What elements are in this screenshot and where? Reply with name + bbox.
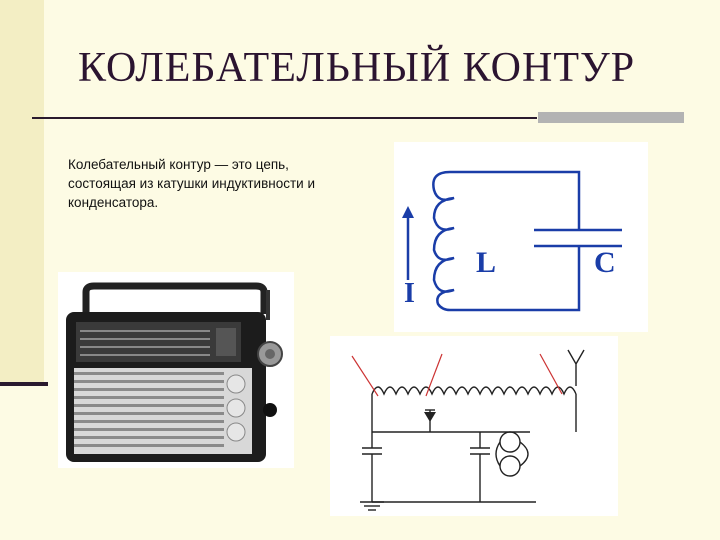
capacitor-label: C	[594, 246, 616, 279]
title-underline	[32, 117, 537, 119]
left-accent-edge	[0, 382, 48, 386]
definition-text: Колебательный контур — это цепь, состоящ…	[68, 157, 316, 210]
title-underline-block	[538, 112, 684, 123]
radio-photo	[58, 272, 294, 468]
current-label: I	[404, 278, 415, 309]
receiver-schematic	[330, 336, 618, 516]
lc-circuit-diagram: L C I	[394, 142, 648, 332]
slide-title: КОЛЕБАТЕЛЬНЫЙ КОНТУР	[78, 45, 636, 91]
left-accent-bar	[0, 0, 44, 382]
inductor-label: L	[476, 246, 497, 279]
